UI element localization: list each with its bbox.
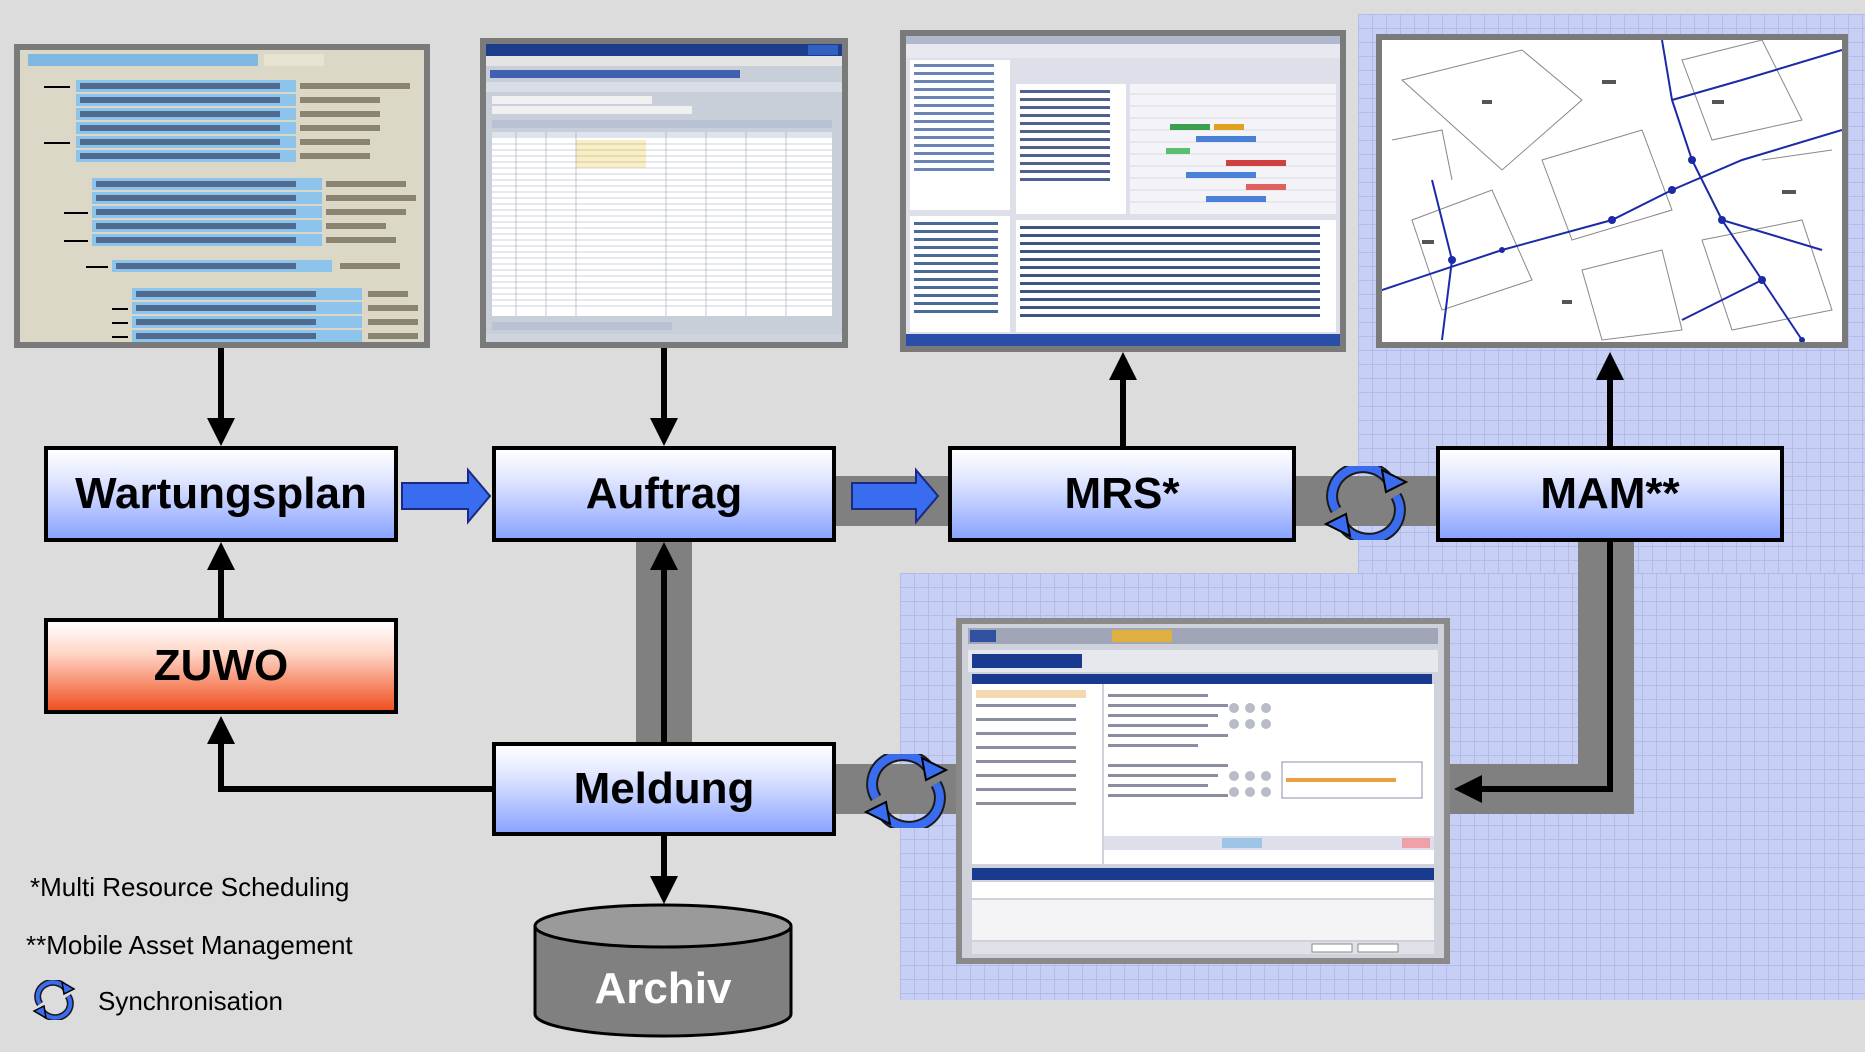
arrow-meldung-to-archiv [650,836,678,904]
legend-mrs-note: *Multi Resource Scheduling [30,872,350,902]
arrow-screenshot-to-auftrag [650,348,678,446]
mobile-tablet-screenshot [956,618,1450,964]
meldung-box: Meldung [492,742,836,836]
arrow-auftrag-to-mrs [851,467,940,525]
sync-arrows-icon [32,978,76,1022]
rwe-tablet-thumbnail [962,624,1444,958]
arrow-meldung-to-zuwo [207,716,494,792]
sync-arrows-icon [1323,461,1409,545]
auftrag-screenshot [480,38,848,348]
arrow-screenshot-to-wartungsplan [207,348,235,446]
sync-icon-meldung [846,749,966,833]
mrs-box: MRS* [948,446,1296,542]
mam-map-screenshot [1376,34,1848,348]
sap-order-thumbnail [486,44,842,342]
wartungsplan-box: Wartungsplan [44,446,398,542]
archiv-label: Archiv [594,964,732,1013]
auftrag-label: Auftrag [585,469,743,518]
database-cylinder-icon [533,903,793,1038]
arrow-zuwo-to-wartungsplan [207,542,235,618]
zuwo-label: ZUWO [153,641,289,690]
mrs-planning-thumbnail [906,36,1340,346]
gis-map-thumbnail [1382,40,1842,342]
archiv-database: Archiv [532,902,794,1038]
zuwo-box: ZUWO [44,618,398,714]
wartungsplan-screenshot [14,44,430,348]
arrow-mrs-to-screenshot [1109,352,1137,448]
arrow-wartungsplan-to-auftrag [401,467,492,525]
arrow-mam-to-tablet [1454,540,1613,803]
sync-arrows-icon [863,749,949,833]
legend-sync-icon [26,978,82,1022]
mam-label: MAM** [1540,469,1680,518]
auftrag-box: Auftrag [492,446,836,542]
meldung-label: Meldung [573,764,755,813]
legend-sync-label: Synchronisation [98,986,283,1016]
mam-box: MAM** [1436,446,1784,542]
tree-list-thumbnail [20,50,424,342]
legend-mam-note: **Mobile Asset Management [26,930,353,960]
arrow-mam-to-map [1596,352,1624,448]
arrow-meldung-to-auftrag [650,542,678,742]
wartungsplan-label: Wartungsplan [75,469,367,518]
band-mrs-mam [1292,476,1440,526]
mrs-label: MRS* [1064,469,1180,518]
mrs-screenshot [900,30,1346,352]
sync-icon [1306,461,1426,545]
